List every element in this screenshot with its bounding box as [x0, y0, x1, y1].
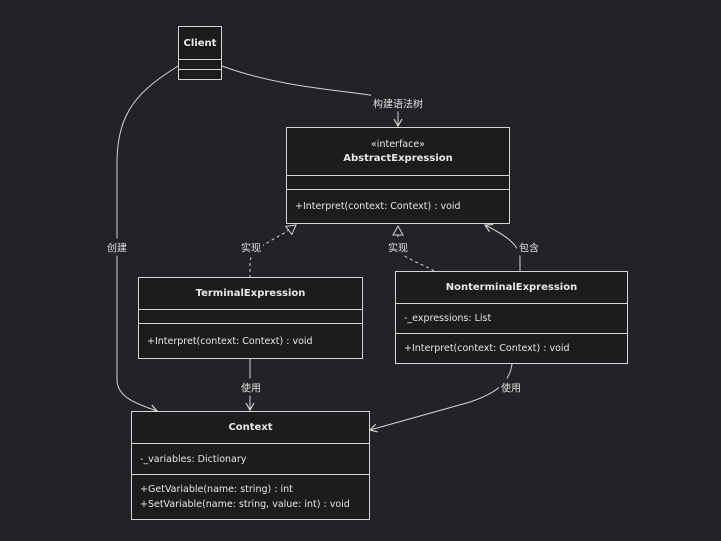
- label-nonterminal-contains: 包含: [517, 238, 541, 256]
- class-context-fields: -_variables: Dictionary: [132, 443, 369, 474]
- class-abstract-expression-methods: +Interpret(context: Context) : void: [287, 189, 509, 223]
- class-context-header: Context: [132, 412, 369, 443]
- class-abstract-expression-header: «interface» AbstractExpression: [287, 128, 509, 175]
- class-abstract-expression[interactable]: «interface» AbstractExpression +Interpre…: [286, 127, 510, 224]
- method-get-variable: +GetVariable(name: string) : int: [140, 484, 293, 495]
- class-terminal-expression-fields: [139, 309, 362, 323]
- class-nonterminal-expression-name: NonterminalExpression: [445, 282, 578, 293]
- class-terminal-expression-header: TerminalExpression: [139, 278, 362, 309]
- class-client[interactable]: Client: [178, 26, 222, 80]
- class-abstract-expression-fields: [287, 175, 509, 189]
- label-nonterminal-uses-context: 使用: [499, 378, 523, 396]
- label-client-creates-context: 创建: [105, 238, 129, 256]
- label-terminal-implements: 实现: [239, 238, 263, 256]
- class-terminal-expression[interactable]: TerminalExpression +Interpret(context: C…: [138, 277, 363, 359]
- field-variables: -_variables: Dictionary: [140, 453, 247, 465]
- class-abstract-expression-name: AbstractExpression: [343, 153, 453, 164]
- class-nonterminal-expression-fields: -_expressions: List: [396, 303, 627, 333]
- class-context-methods: +GetVariable(name: string) : int +SetVar…: [132, 474, 369, 519]
- method-interpret: +Interpret(context: Context) : void: [404, 343, 570, 354]
- label-terminal-uses-context: 使用: [239, 378, 263, 396]
- class-client-name: Client: [183, 37, 217, 49]
- edge-nonterminal-contains: [483, 223, 521, 271]
- method-interpret: +Interpret(context: Context) : void: [147, 335, 313, 347]
- edge-nonterminal-uses-context: [368, 363, 513, 433]
- label-client-builds-tree: 构建语法树: [371, 94, 425, 112]
- class-client-header: Client: [179, 27, 221, 59]
- class-nonterminal-expression-methods: +Interpret(context: Context) : void: [396, 333, 627, 363]
- class-client-methods: [179, 69, 221, 79]
- class-client-fields: [179, 59, 221, 69]
- class-terminal-expression-name: TerminalExpression: [195, 288, 306, 299]
- class-context[interactable]: Context -_variables: Dictionary +GetVari…: [131, 411, 370, 520]
- class-context-name: Context: [228, 422, 273, 433]
- class-nonterminal-expression-header: NonterminalExpression: [396, 272, 627, 303]
- method-set-variable: +SetVariable(name: string, value: int) :…: [140, 499, 350, 510]
- class-nonterminal-expression[interactable]: NonterminalExpression -_expressions: Lis…: [395, 271, 628, 364]
- method-interpret: +Interpret(context: Context) : void: [295, 201, 461, 212]
- label-nonterminal-implements: 实现: [386, 238, 410, 256]
- interface-stereotype: «interface»: [371, 139, 425, 150]
- field-expressions: -_expressions: List: [404, 313, 492, 324]
- class-terminal-expression-methods: +Interpret(context: Context) : void: [139, 323, 362, 358]
- edge-client-creates-context: [116, 65, 179, 414]
